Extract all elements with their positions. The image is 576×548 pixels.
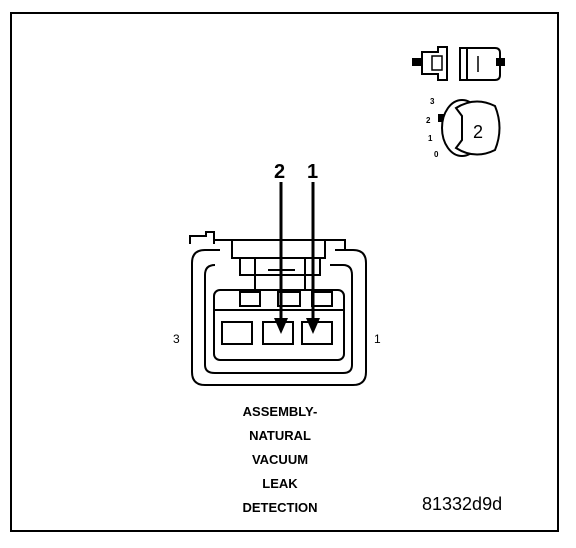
- connector-icon: [412, 46, 505, 81]
- figure-code: 81332d9d: [422, 494, 503, 514]
- side-label-right: 1: [374, 332, 381, 346]
- pin-arrows: [274, 182, 320, 334]
- diagram-frame: [10, 12, 559, 532]
- orientation-key-icon: 3 2 1 0 2: [426, 97, 501, 159]
- scale-label-2: 2: [426, 116, 431, 125]
- pin-label-2: 2: [274, 161, 285, 183]
- caption-line: VACUUM: [251, 452, 309, 467]
- caption-line: ASSEMBLY-: [242, 404, 318, 419]
- caption-line: DETECTION: [242, 500, 318, 515]
- scale-label-1: 1: [428, 134, 433, 143]
- orientation-badge: 2: [473, 122, 483, 142]
- caption-line: NATURAL: [249, 428, 311, 443]
- scale-label-3: 3: [430, 97, 435, 106]
- scale-label-0: 0: [434, 150, 439, 159]
- connector-housing: [189, 231, 367, 386]
- pin-label-1: 1: [307, 161, 318, 183]
- caption-line: LEAK: [262, 476, 298, 491]
- side-label-left: 3: [173, 332, 180, 346]
- caption: ASSEMBLY- NATURAL VACUUM LEAK DETECTION: [180, 400, 380, 520]
